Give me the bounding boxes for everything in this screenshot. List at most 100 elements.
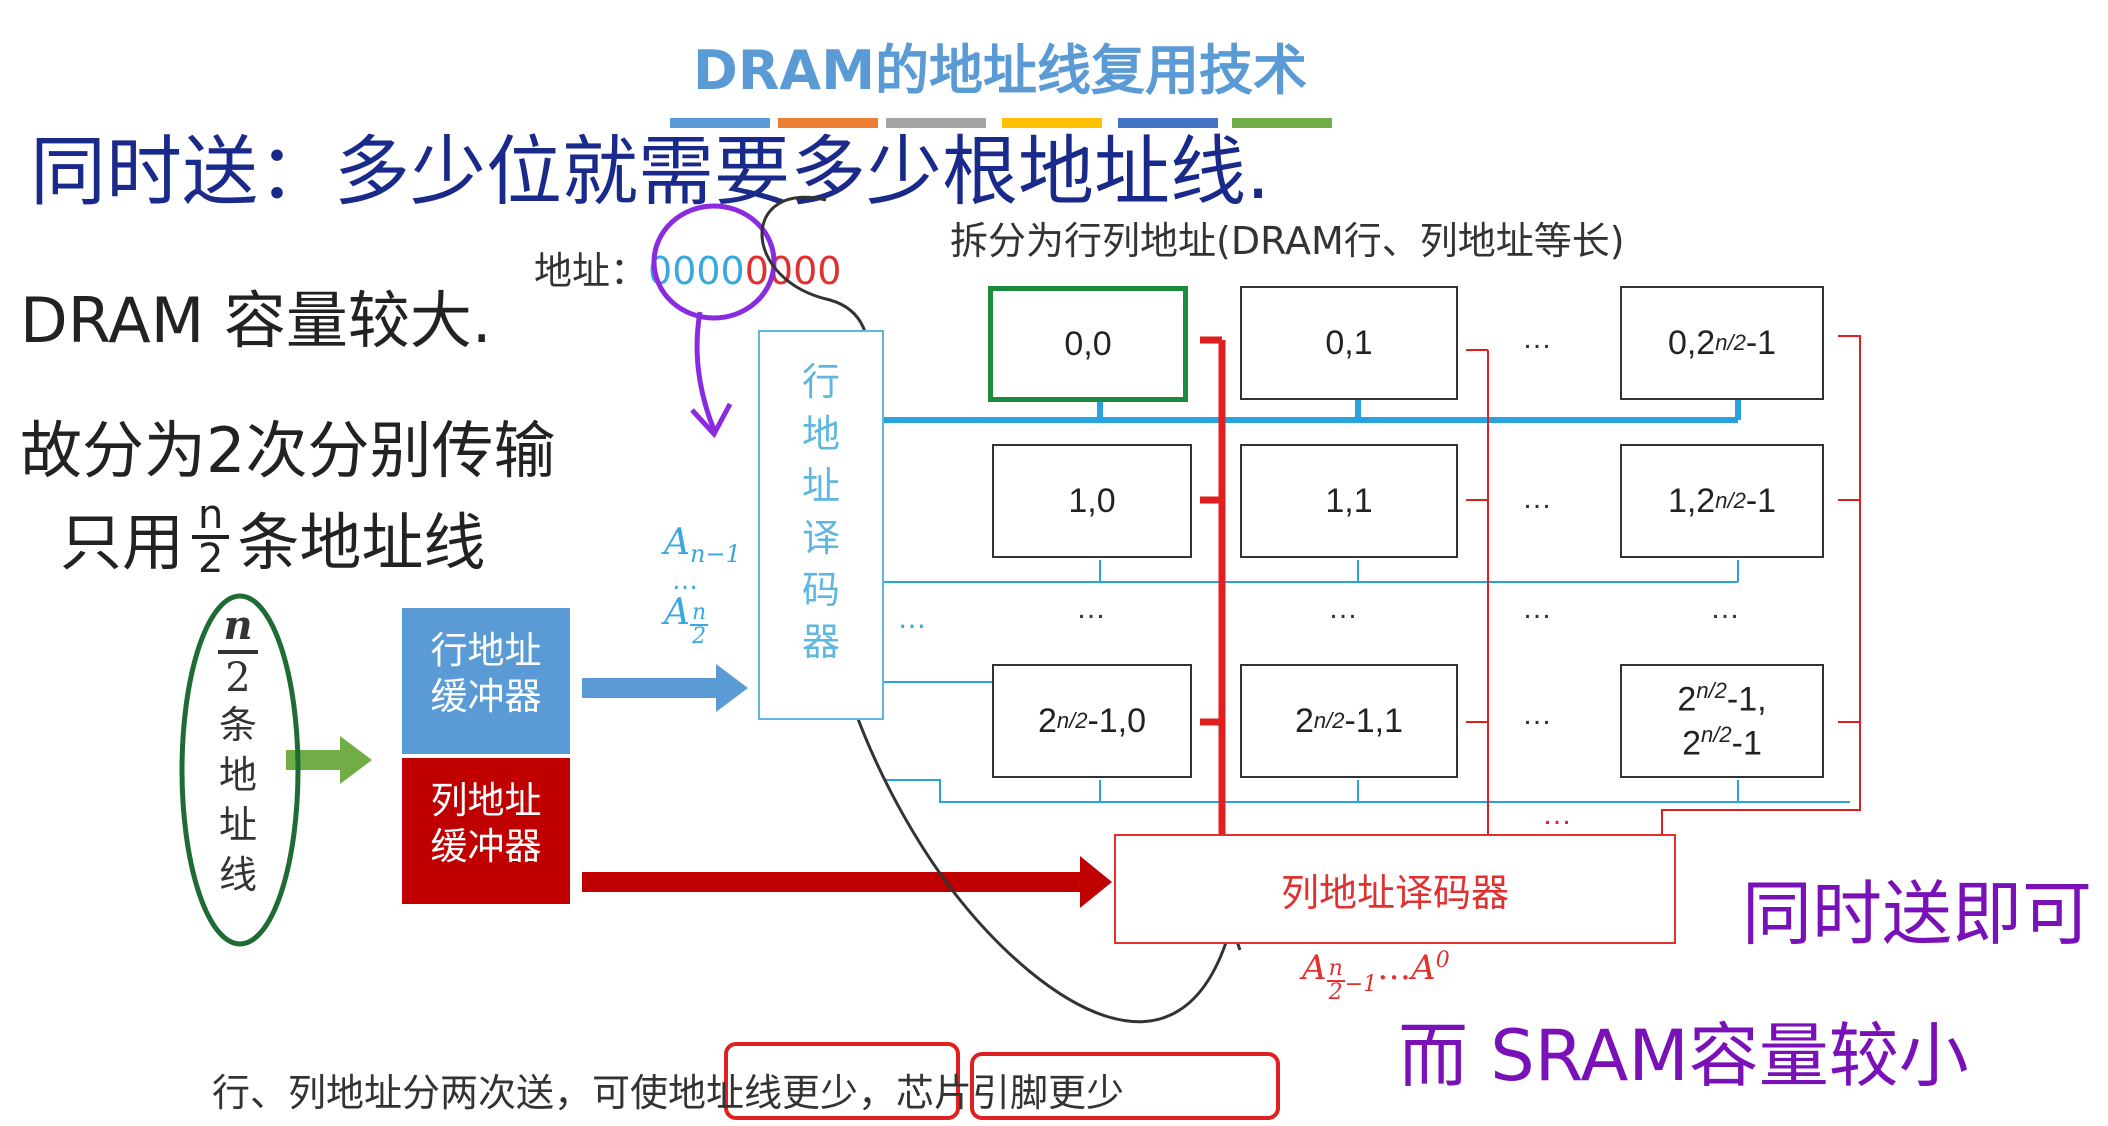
cell-last-last-tail: -1,: [1726, 680, 1767, 719]
annotation-line3: 故分为2次分别传输: [20, 414, 556, 487]
col-addr-sub: n 2: [1326, 956, 1345, 1005]
purple-arrow-head: [690, 402, 733, 439]
caption-highlight-1: [724, 1042, 960, 1120]
cell-last-last-base2: 2: [1682, 724, 1702, 763]
address-lines-char: 址: [218, 803, 257, 847]
grid-ellipsis: …: [1076, 592, 1106, 625]
cell-0-last-tail: -1: [1745, 323, 1777, 362]
annotation-line4-frac-num: n: [192, 495, 230, 539]
annotation-line2: DRAM 容量较大.: [20, 284, 492, 357]
cell-last-last: 2n/2-1, 2n/2-1: [1620, 664, 1824, 778]
grid-ellipsis: …: [1522, 322, 1552, 355]
page-title: DRAM的地址线复用技术: [693, 39, 1307, 102]
title-bar-segment: [778, 118, 878, 128]
cell-0-last-exp: n/2: [1715, 330, 1746, 356]
cell-1-0: 1,0: [992, 444, 1192, 558]
cell-last-last-exp: n/2: [1696, 678, 1727, 704]
title-bar-segment: [886, 118, 986, 128]
annotation-right1: 同时送即可: [1742, 873, 2092, 955]
address-lines-frac-bar: [218, 650, 258, 654]
address-lines-label: n 2 条 地 址 线: [200, 604, 276, 900]
cell-1-last-exp: n/2: [1715, 488, 1746, 514]
address-lines-char: 地: [218, 753, 257, 797]
row-line-ellipsis: …: [898, 602, 926, 635]
col-addr-sub-tail: −1: [1344, 972, 1378, 997]
cell-0-last-base: 0,2: [1667, 323, 1716, 362]
grid-ellipsis: …: [1522, 698, 1552, 731]
cell-last-last-tail2: -1: [1731, 724, 1762, 763]
row-line-3: [884, 779, 1850, 803]
row-address-buffer: 行地址 缓冲器: [402, 608, 570, 754]
cell-last-1-base: 2: [1294, 701, 1314, 740]
annotation-line4-suffix: 条地址线: [237, 506, 486, 579]
cell-1-last-tail: -1: [1745, 481, 1777, 520]
annotation-line4-prefix: 只用: [60, 506, 185, 579]
cell-last-1-tail: -1,1: [1344, 701, 1404, 740]
address-lines-char: 线: [218, 853, 257, 897]
grid-ellipsis: …: [1710, 592, 1740, 625]
annotation-line4-fraction: n 2: [192, 495, 230, 582]
row-decoder-char: 址: [801, 464, 840, 508]
row-decoder-char: 器: [801, 620, 840, 664]
row-addr-ellipsis: …: [672, 566, 698, 596]
cell-1-last-base: 1,2: [1667, 481, 1716, 520]
cell-last-0-tail: -1,0: [1087, 701, 1147, 740]
col-addr-sub-num: n: [1326, 956, 1345, 982]
title-bar-segment: [1232, 118, 1332, 128]
grid-ellipsis: …: [1328, 592, 1358, 625]
cell-last-last-base: 2: [1677, 680, 1697, 719]
row-address-decoder: 行 地 址 译 码 器: [758, 330, 884, 720]
row-addr-top-sub: n−1: [690, 540, 741, 569]
address-high-bits: 0000: [648, 249, 745, 293]
address-high-circle: [651, 203, 777, 321]
purple-arrow: [694, 311, 717, 431]
col-addr-letter: A: [1302, 948, 1327, 988]
caption-highlight-2: [970, 1052, 1280, 1120]
row-addr-bottom: A n 2: [664, 592, 709, 649]
address-lines-arrow: [286, 736, 372, 784]
annotation-line1: 同时送：多少位就需要多少根地址线.: [30, 127, 1271, 216]
address-lines-frac-num: n: [223, 602, 253, 649]
title-bar-segment: [1118, 118, 1218, 128]
row-addr-top: An−1: [664, 522, 741, 568]
column-address-buffer: 列地址 缓冲器: [402, 758, 570, 904]
address-lines-frac-den: 2: [225, 655, 251, 701]
title-bar-segment: [1002, 118, 1102, 128]
col-line-2: [1661, 335, 1861, 840]
title-bar-segment: [670, 118, 770, 128]
row-decoder-char: 行: [801, 360, 840, 404]
grid-ellipsis: …: [1522, 482, 1552, 515]
split-label: 拆分为行列地址(DRAM行、列地址等长): [950, 219, 1625, 263]
row-decoder-char: 译: [801, 516, 840, 560]
cell-1-1: 1,1: [1240, 444, 1458, 558]
row-addr-bottom-sub-den: 2: [692, 624, 707, 649]
cell-last-0-exp: n/2: [1056, 708, 1088, 734]
row-addr-bottom-sub: n 2: [690, 602, 709, 649]
cell-last-last-exp2: n/2: [1701, 722, 1732, 747]
annotation-line4: 只用 n 2 条地址线: [60, 492, 485, 582]
cell-last-last-line1: 2n/2-1,: [1677, 677, 1766, 721]
caption: 行、列地址分两次送，可使地址线更少，芯片引脚更少: [212, 1071, 1125, 1115]
col-buffer-arrow: [582, 856, 1112, 908]
row-addr-bottom-letter: A: [664, 592, 690, 633]
cell-0-0: 0,0: [988, 286, 1188, 402]
cell-last-last-line2: 2n/2-1: [1682, 721, 1762, 765]
row-decoder-char: 地: [801, 412, 840, 456]
col-addr-sub-den: 2: [1328, 980, 1343, 1005]
col-addr-end-sub: 0: [1435, 948, 1450, 973]
cell-0-1: 0,1: [1240, 286, 1458, 400]
annotation-right2: 而 SRAM容量较小: [1398, 1015, 1969, 1097]
row-addr-top-letter: A: [664, 522, 690, 563]
annotation-line4-frac-den: 2: [197, 536, 224, 582]
address-lines-circle: [179, 593, 301, 947]
grid-ellipsis: …: [1522, 592, 1552, 625]
row-decoder-label: 行 地 址 译 码 器: [760, 332, 882, 668]
address-label-text: 地址：: [534, 249, 649, 293]
address-lines-char: 条: [218, 703, 257, 747]
